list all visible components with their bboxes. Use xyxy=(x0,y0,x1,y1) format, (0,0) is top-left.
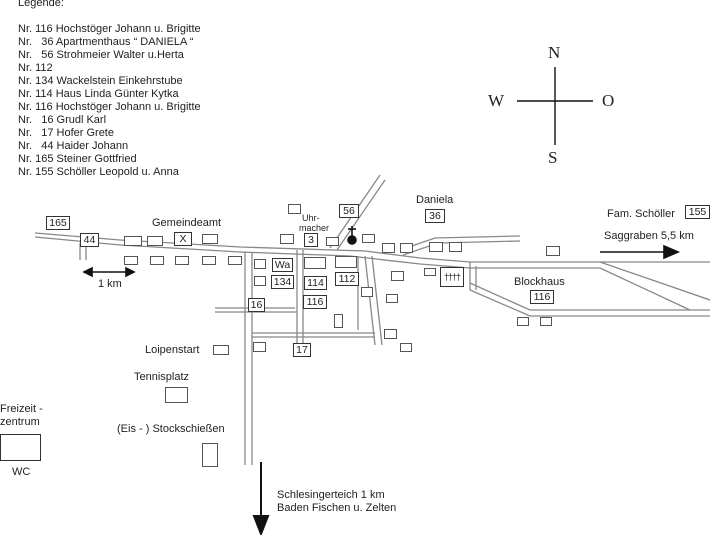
stockschiessen-area xyxy=(202,443,218,467)
building xyxy=(150,256,164,265)
house-wa: Wa xyxy=(272,258,293,272)
road-blockhaus xyxy=(469,282,710,311)
legend-entry: Nr. 56 Strohmeier Walter u.Herta xyxy=(18,49,184,61)
label-wc: WC xyxy=(12,466,31,478)
building xyxy=(124,236,142,246)
legend-entry: Nr. 155 Schöller Leopold u. Anna xyxy=(18,166,179,178)
legend-entry: Nr. 114 Haus Linda Günter Kytka xyxy=(18,88,179,100)
building xyxy=(175,256,189,265)
house-165: 165 xyxy=(46,216,70,230)
building xyxy=(254,276,266,286)
house-155: 155 xyxy=(685,205,710,219)
legend-entry: Nr. 36 Apartmenthaus “ DANIELA “ xyxy=(18,36,194,48)
label-uhrmacher-2: macher xyxy=(299,223,330,233)
house-134: 134 xyxy=(271,275,294,289)
legend-entry: Nr. 16 Grudl Karl xyxy=(18,114,107,126)
building xyxy=(361,287,373,297)
label-fam-schoeller: Fam. Schöller xyxy=(607,208,675,220)
label-blockhaus: Blockhaus xyxy=(514,276,565,288)
cemetery-icon: †††† xyxy=(440,267,464,287)
house-114: 114 xyxy=(304,276,327,290)
building xyxy=(147,236,163,246)
building xyxy=(280,234,294,244)
building xyxy=(254,259,266,269)
label-saggraben: Saggraben 5,5 km xyxy=(604,230,694,242)
legend: Legende: Nr. 116 Hochstöger Johann u. Br… xyxy=(18,0,201,182)
building xyxy=(400,343,412,352)
label-freizeit-1: Freizeit - xyxy=(0,403,43,415)
label-daniela: Daniela xyxy=(416,194,454,206)
building xyxy=(382,243,395,253)
building xyxy=(540,317,552,326)
building xyxy=(517,317,529,326)
label-loipenstart: Loipenstart xyxy=(145,344,200,356)
legend-entry: Nr. 165 Steiner Gottfried xyxy=(18,153,137,165)
label-scale: 1 km xyxy=(98,278,122,290)
label-schlesingerteich: Schlesingerteich 1 km xyxy=(277,489,385,501)
label-baden: Baden Fischen u. Zelten xyxy=(277,502,397,514)
building xyxy=(546,246,560,256)
house-17: 17 xyxy=(293,343,311,357)
house-3: 3 xyxy=(304,233,318,247)
building xyxy=(384,329,397,339)
house-116-blockhaus: 116 xyxy=(530,290,554,304)
label-tennisplatz: Tennisplatz xyxy=(134,371,190,383)
building xyxy=(253,342,266,352)
legend-entry: Nr. 17 Hofer Grete xyxy=(18,127,114,139)
legend-entry: Nr. 112 xyxy=(18,62,53,74)
compass-south: S xyxy=(548,148,558,167)
loipenstart-marker xyxy=(213,345,229,355)
house-112: 112 xyxy=(335,272,359,286)
house-56: 56 xyxy=(339,204,359,218)
label-stockschiessen: (Eis - ) Stockschießen xyxy=(117,423,225,435)
compass-west: W xyxy=(488,91,505,110)
house-x: X xyxy=(174,232,192,246)
house-44: 44 xyxy=(80,233,99,247)
building xyxy=(449,242,462,252)
legend-entry: Nr. 116 Hochstöger Johann u. Brigitte xyxy=(18,101,201,113)
compass-north: N xyxy=(548,43,561,62)
building xyxy=(202,234,218,244)
building xyxy=(326,237,339,246)
house-36: 36 xyxy=(425,209,445,223)
legend-entry: Nr. 134 Wackelstein Einkehrstube xyxy=(18,75,183,87)
building xyxy=(400,243,413,253)
house-16: 16 xyxy=(248,298,265,312)
building xyxy=(124,256,138,265)
building xyxy=(228,256,242,265)
building xyxy=(391,271,404,281)
label-uhrmacher-1: Uhr- xyxy=(302,213,320,223)
building xyxy=(424,268,436,276)
legend-title: Legende: xyxy=(18,0,64,9)
building xyxy=(288,204,301,214)
building xyxy=(304,257,326,269)
building xyxy=(429,242,443,252)
label-freizeit-2: zentrum xyxy=(0,416,40,428)
label-gemeindeamt: Gemeindeamt xyxy=(152,217,222,229)
building xyxy=(202,256,216,265)
compass-east: O xyxy=(602,91,615,110)
building xyxy=(362,234,375,243)
building xyxy=(335,256,357,268)
legend-entry: Nr. 44 Haider Johann xyxy=(18,140,129,152)
tennisplatz-court xyxy=(165,387,188,403)
house-116: 116 xyxy=(303,295,327,309)
building xyxy=(386,294,398,303)
freizeitzentrum-building xyxy=(0,434,41,461)
building xyxy=(334,314,343,328)
legend-entry: Nr. 116 Hochstöger Johann u. Brigitte xyxy=(18,23,201,35)
